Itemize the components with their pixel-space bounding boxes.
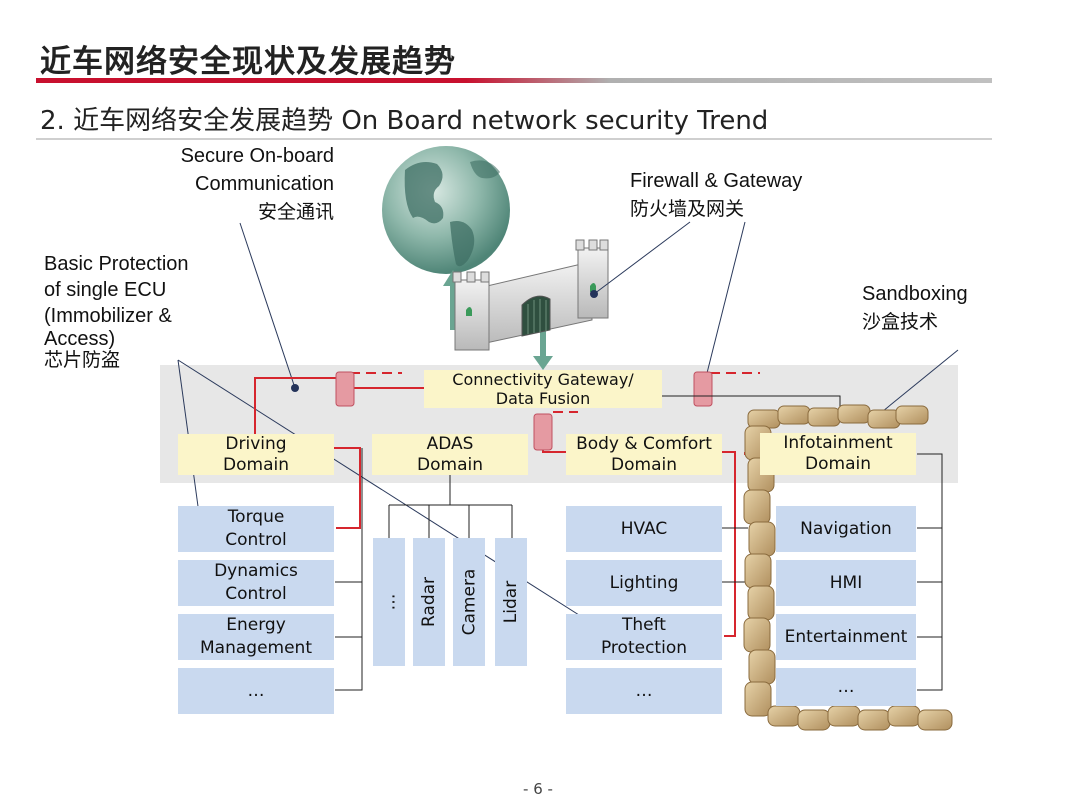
ecu-radar: Radar [413,538,445,666]
callout-firewall-line1: Firewall & Gateway [630,170,803,192]
callout-basic-line3: (Immobilizer & [44,305,172,327]
callout-basic-cn: 芯片防盗 [44,349,121,371]
callout-secure-comm-cn: 安全通讯 [257,201,334,223]
ecu-driving-more: … [178,668,334,714]
driving-domain-line1: Driving [225,433,287,454]
dynamics-line1: Dynamics [214,561,298,581]
callout-basic-line4: Access) [44,328,116,350]
driving-domain-box: Driving Domain [178,434,334,475]
driving-domain-line2: Domain [223,454,289,475]
callout-secure-comm-line1: Secure On-board [180,145,334,167]
theft-line2: Protection [600,638,687,658]
gateway-line1: Connectivity Gateway/ [452,370,634,389]
title-underline [36,78,992,83]
entertainment-label: Entertainment [784,626,908,647]
ecu-energy-management: Energy Management [178,614,334,660]
adas-domain-line1: ADAS [426,433,474,454]
ecu-connectors [335,395,943,691]
callout-firewall-gateway: Firewall & Gateway 防火墙及网关 [630,167,802,223]
slide-title: 近车网络安全现状及发展趋势 [40,44,456,80]
ecu-lidar: Lidar [495,538,527,666]
callout-sandboxing-line1: Sandboxing [862,283,968,305]
torque-line2: Control [225,530,287,550]
callout-secure-communication: Secure On-board Communication 安全通讯 [152,142,334,226]
body-comfort-domain-box: Body & Comfort Domain [566,434,722,475]
adas-more-label: … [379,593,399,611]
castle-firewall-icon [452,239,609,351]
ecu-info-more: … [776,668,916,706]
lidar-label: Lidar [501,580,521,624]
slide-subtitle: 2. 近车网络安全发展趋势 On Board network security … [40,106,769,136]
callout-basic-protection: Basic Protection of single ECU (Immobili… [44,251,189,371]
ecu-hmi: HMI [776,560,916,606]
energy-line1: Energy [226,615,286,635]
callout-firewall-cn: 防火墙及网关 [630,198,745,220]
callout-basic-line1: Basic Protection [44,253,189,275]
callout-basic-line2: of single ECU [44,279,167,301]
callout-secure-comm-line2: Communication [195,173,334,195]
gateway-line2: Data Fusion [495,389,591,408]
globe-icon [382,146,510,274]
hmi-label: HMI [829,572,863,593]
dynamics-line2: Control [225,584,287,604]
driving-more-label: … [247,680,265,701]
callout-sandboxing-cn: 沙盒技术 [862,311,939,333]
page-number: - 6 - [523,780,553,798]
security-module-icons [335,371,713,451]
ecu-entertainment: Entertainment [776,614,916,660]
torque-line1: Torque [227,507,285,527]
ecu-body-more: … [566,668,722,714]
ecu-lighting: Lighting [566,560,722,606]
infotainment-domain-line1: Infotainment [783,433,893,453]
theft-line1: Theft [622,615,666,635]
ecu-torque-control: Torque Control [178,506,334,552]
infotainment-domain-box: Infotainment Domain [760,433,916,475]
ecu-theft-protection: Theft Protection [566,614,722,660]
ecu-adas-more: … [373,538,405,666]
callout-sandboxing: Sandboxing 沙盒技术 [862,280,968,336]
connectivity-gateway-box: Connectivity Gateway/ Data Fusion [424,370,662,408]
body-domain-line1: Body & Comfort [576,433,712,454]
lighting-label: Lighting [609,572,679,593]
camera-label: Camera [459,568,479,636]
ecu-dynamics-control: Dynamics Control [178,560,334,606]
ecu-camera: Camera [453,538,485,666]
navigation-label: Navigation [800,518,892,539]
body-more-label: … [635,680,653,701]
radar-label: Radar [419,576,439,628]
hvac-label: HVAC [620,518,668,539]
adas-domain-box: ADAS Domain [372,434,528,475]
info-more-label: … [837,676,855,697]
adas-domain-line2: Domain [417,454,483,475]
energy-line2: Management [200,638,312,658]
body-domain-line2: Domain [611,454,677,475]
subtitle-divider [36,138,992,140]
ecu-hvac: HVAC [566,506,722,552]
infotainment-domain-line2: Domain [805,454,871,474]
ecu-navigation: Navigation [776,506,916,552]
